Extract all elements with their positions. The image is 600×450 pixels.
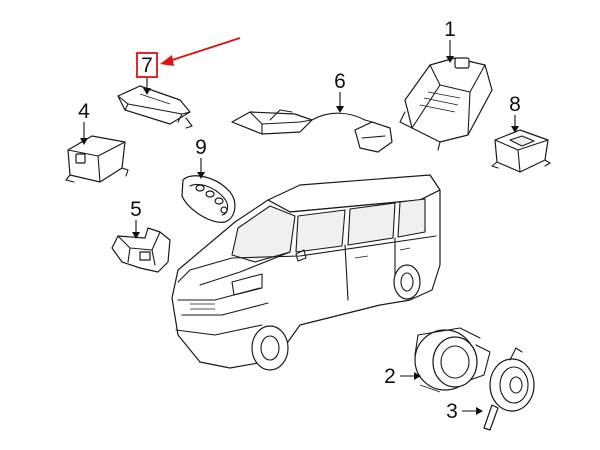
callout-4: 4 [78,100,90,123]
callout-5: 5 [130,198,142,221]
highlight-arrow [165,37,241,63]
part-8-receiver [491,129,551,173]
callout-8: 8 [509,93,521,116]
part-7-module [117,85,193,129]
callout-7-highlight-box [136,52,158,78]
vehicle-illustration [171,174,441,371]
highlight-arrowhead [160,55,174,66]
callout-1: 1 [444,18,456,41]
callout-6: 6 [334,70,346,93]
part-6-antenna-cable [231,109,393,153]
callout-3: 3 [446,400,458,423]
part-1-control-module [399,57,493,151]
part-3-horn [483,347,535,431]
callout-2: 2 [384,365,396,388]
part-5-bracket [111,227,171,273]
part-9-key-fob [181,175,236,223]
callout-9: 9 [195,136,207,159]
part-2-siren-unit [414,327,491,393]
part-4-sensor [65,135,129,183]
callout-7: 7 [141,54,153,77]
